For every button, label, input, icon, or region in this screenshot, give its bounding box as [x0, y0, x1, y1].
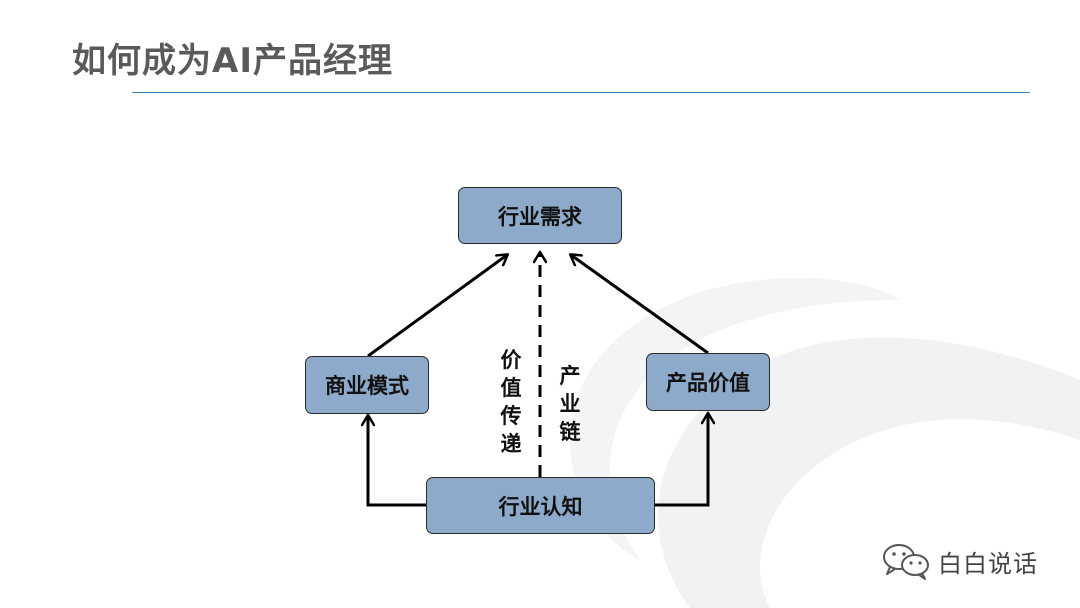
node-industry-demand: 行业需求 — [458, 187, 622, 244]
watermark-text: 白白说话 — [938, 549, 1038, 578]
arrow-left-to-top — [367, 255, 507, 358]
title-divider — [132, 92, 1030, 93]
node-industry-cognition: 行业认知 — [426, 477, 655, 534]
arrow-bottom-to-left — [368, 416, 426, 507]
watermark: 白白说话 — [880, 541, 1038, 581]
label-industry-chain: 产业链 — [559, 364, 581, 444]
page-title: 如何成为AI产品经理 — [72, 41, 393, 81]
node-product-value: 产品价值 — [646, 353, 770, 411]
wechat-icon — [883, 544, 929, 580]
node-business-model: 商业模式 — [305, 356, 429, 414]
arrow-right-to-top — [571, 255, 709, 355]
arrow-bottom-to-right — [655, 414, 708, 507]
label-value-delivery: 价值传递 — [500, 348, 522, 456]
